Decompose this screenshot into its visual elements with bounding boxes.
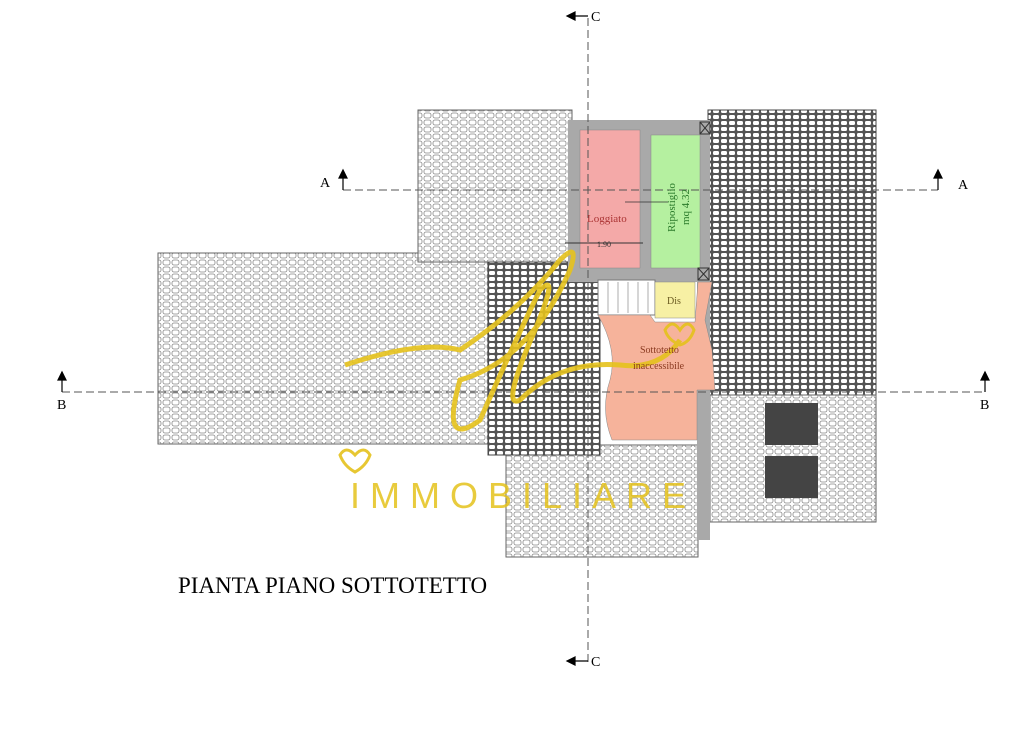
room-label-sottotetto: Sottotetto: [640, 345, 679, 356]
skylight: [765, 403, 818, 445]
room-ripostiglio: [650, 134, 701, 269]
room-dis: [654, 281, 696, 319]
section-label-a-left: A: [320, 176, 331, 191]
watermark-logo: [338, 249, 696, 474]
room-loggiato: [579, 129, 641, 269]
roof-top-left: [417, 109, 573, 263]
room-label-ripostiglio: Ripostiglio: [666, 183, 678, 232]
plan-title: PIANTA PIANO SOTTOTETTO: [178, 573, 487, 598]
roof-bottom: [505, 444, 699, 558]
room-area-ripostiglio: mq 4.32: [680, 189, 692, 225]
skylight: [765, 456, 818, 498]
section-label-c-top: C: [591, 10, 600, 25]
room-label-dis: Dis: [667, 296, 681, 307]
section-label-b-right: B: [980, 398, 989, 413]
room-label-sottotetto-2: inaccessibile: [633, 361, 685, 372]
room-label-loggiato: Loggiato: [587, 213, 627, 225]
watermark-text: IMMOBILIARE: [350, 475, 696, 516]
stairs: [597, 279, 656, 316]
roof-right-dark: [707, 109, 877, 396]
dimension-label: 1.90: [597, 240, 611, 249]
section-label-c-bottom: C: [591, 655, 600, 670]
section-label-a-right: A: [958, 178, 969, 193]
section-label-b-left: B: [57, 398, 66, 413]
